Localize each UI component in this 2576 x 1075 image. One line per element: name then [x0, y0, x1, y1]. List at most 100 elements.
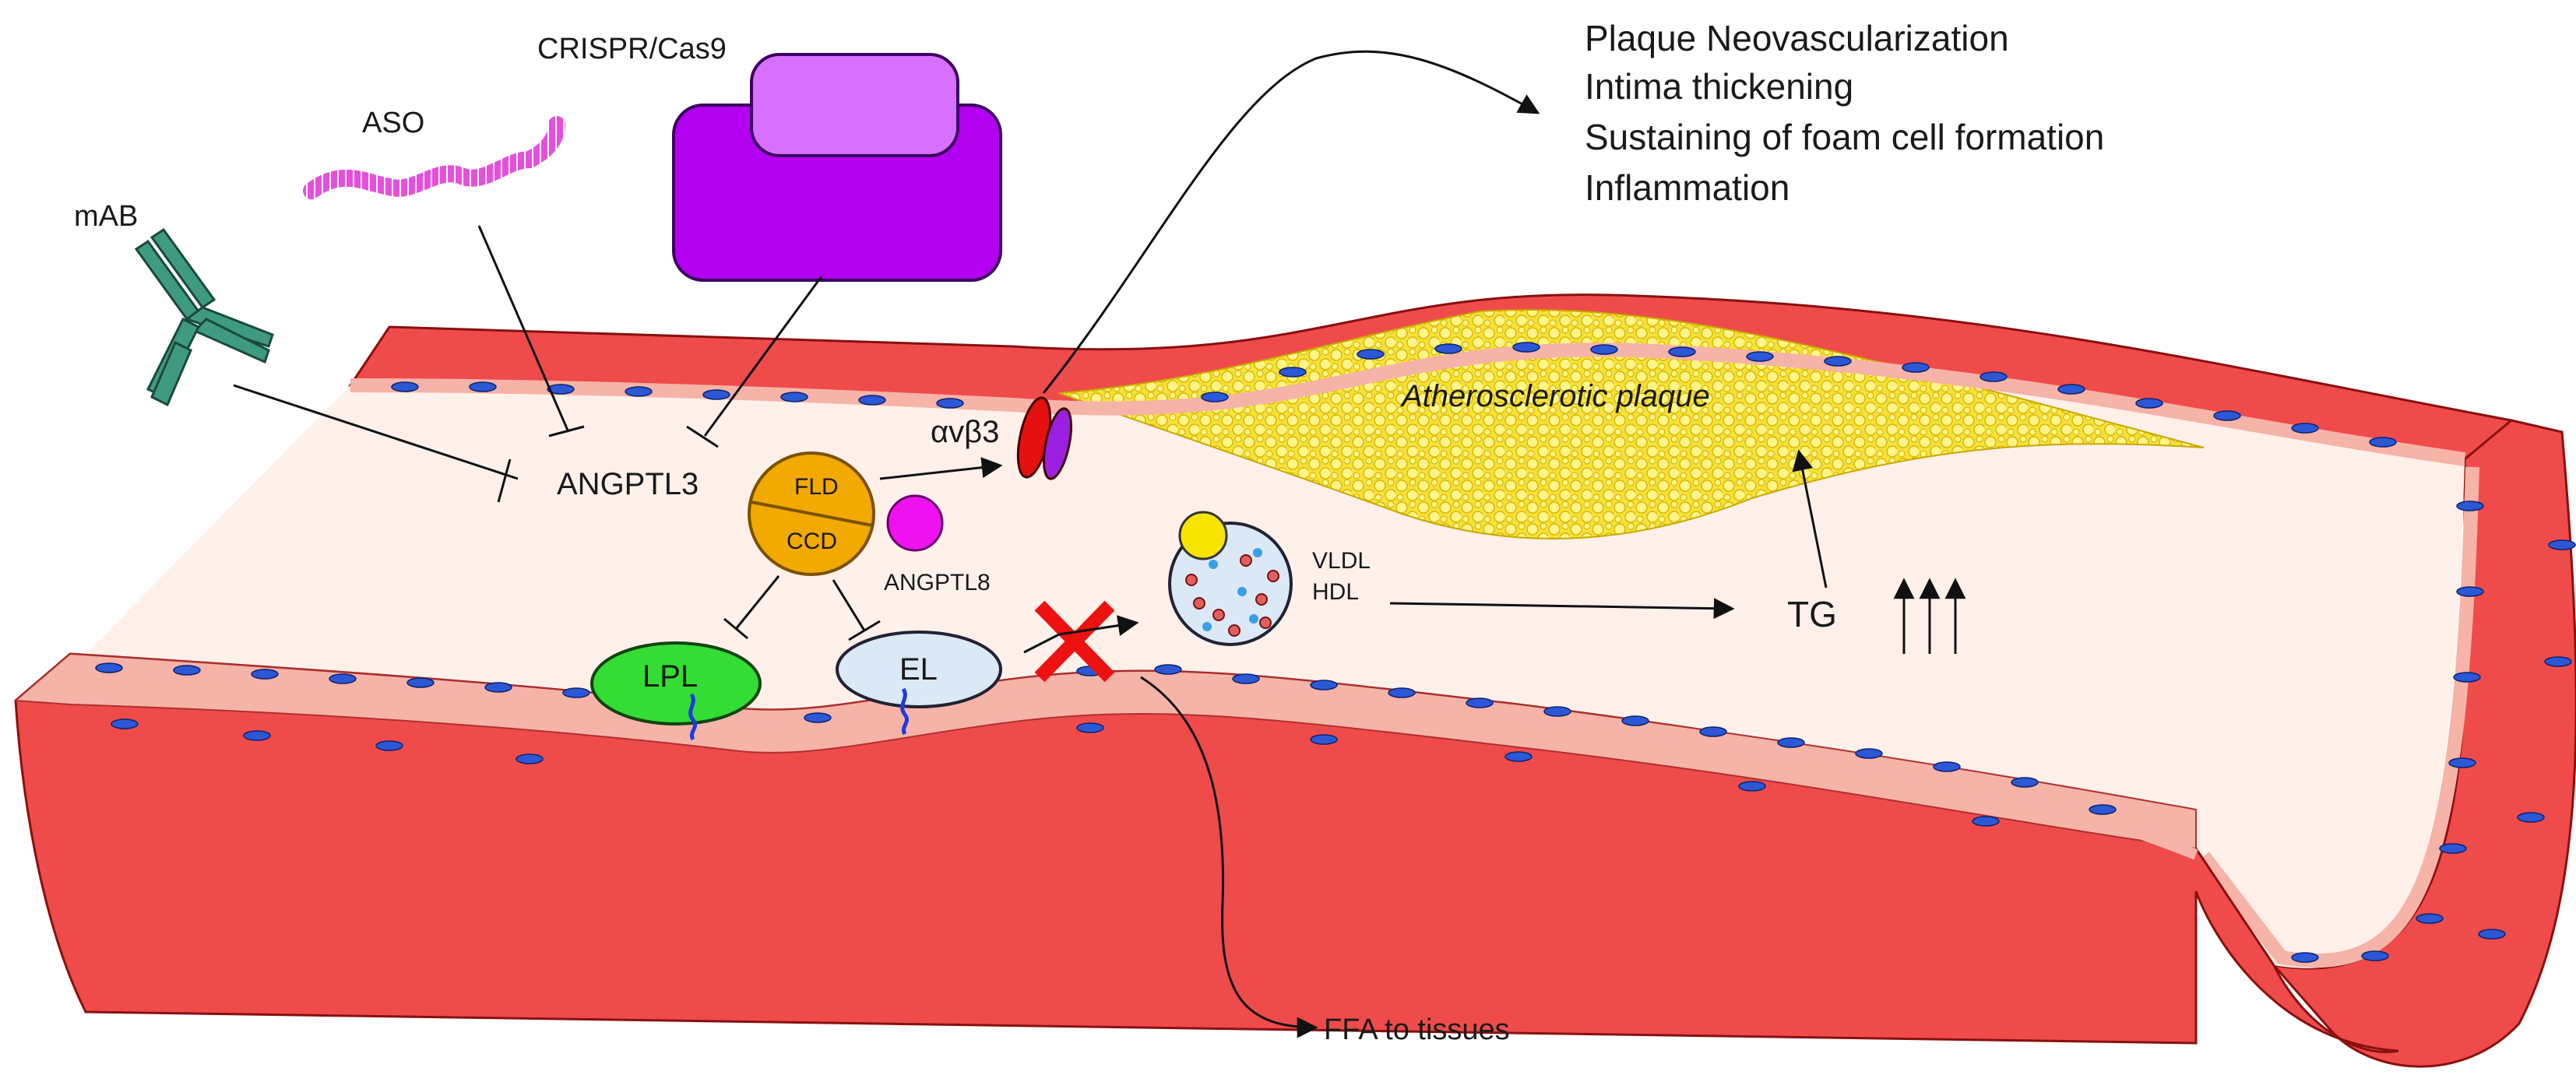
outcome-item: Inflammation	[1585, 167, 1789, 208]
endothelial-nucleus	[1279, 367, 1307, 378]
endothelial-nucleus	[1590, 344, 1618, 355]
mab-inhibition-line	[233, 384, 519, 480]
endothelial-nucleus	[2478, 929, 2506, 940]
endothelial-nucleus	[1855, 748, 1883, 759]
ffa-label: FFA to tissues	[1324, 1014, 1510, 1046]
inhibition-lines	[233, 225, 823, 503]
endothelial-nucleus	[2456, 501, 2484, 511]
endothelial-nucleus	[111, 718, 139, 729]
vessel-intima-upper	[350, 343, 2466, 466]
crispr-cas9-complex	[672, 53, 1002, 282]
el-label: EL	[899, 652, 938, 687]
endothelial-nucleus	[1543, 706, 1571, 717]
endothelial-nucleus	[1466, 697, 1494, 708]
endothelial-nucleus	[625, 386, 653, 397]
endothelial-nucleus	[2517, 812, 2545, 823]
atherosclerotic-plaque	[1058, 309, 2205, 539]
endothelial-nucleus	[804, 712, 832, 723]
el-to-lipoprotein-arrow	[1023, 615, 1139, 654]
endothelial-nucleus	[1902, 362, 1930, 373]
lpl-inhibition-line	[734, 575, 780, 630]
outcome-item: Plaque Neovascularization	[1585, 18, 2009, 58]
endothelial-nucleus	[1746, 351, 1774, 362]
endothelial-nucleus	[173, 665, 201, 676]
endothelial-nucleus	[1980, 371, 2008, 382]
endothelial-nucleus	[1621, 715, 1649, 726]
lipoprotein-to-tg-arrow	[1389, 598, 1735, 620]
endothelial-nucleus	[2453, 672, 2481, 683]
endothelial-nucleus	[375, 740, 403, 751]
endothelial-nucleus	[2291, 423, 2319, 434]
endothelial-nucleus	[2291, 952, 2319, 963]
angptl3-inhibition-lines	[723, 575, 881, 641]
vessel-lower-rim	[13, 652, 2197, 850]
endothelial-nucleus	[2011, 777, 2039, 788]
endothelial-nucleus	[1201, 392, 1229, 402]
endothelial-nucleus	[1310, 734, 1338, 745]
lpl-label: LPL	[642, 659, 698, 694]
endothelial-nucleus	[2456, 586, 2484, 597]
crispr-inhibition-line	[703, 276, 823, 437]
outcome-item: Sustaining of foam cell formation	[1585, 117, 2104, 157]
guide-rna	[750, 53, 959, 157]
endothelial-nucleus	[2439, 843, 2467, 854]
lipoprotein-particle	[1168, 511, 1293, 646]
endothelial-nucleus	[469, 381, 497, 392]
blood-vessel	[13, 293, 2576, 1068]
endothelial-nucleus	[95, 662, 123, 673]
integrin-to-outcomes-arrow	[1042, 50, 1540, 394]
endothelial-nucleus	[484, 682, 512, 693]
angptl3-label: ANGPTL3	[557, 467, 699, 501]
endothelial-nucleus	[936, 398, 964, 409]
integrin-label: αvβ3	[931, 415, 999, 449]
endothelial-nucleus	[1668, 346, 1696, 357]
endothelial-nucleus	[547, 384, 575, 395]
ccd-domain-label: CCD	[787, 529, 837, 554]
aso-label: ASO	[362, 107, 424, 139]
endothelial-nucleus	[2448, 757, 2476, 768]
endothelial-nucleus	[1232, 673, 1260, 684]
endothelial-nucleus	[1388, 687, 1416, 698]
endothelial-nucleus	[251, 669, 279, 680]
endothelial-nucleus	[391, 381, 419, 392]
endothelial-nucleus	[1933, 761, 1961, 772]
vessel-intima-right	[2198, 466, 2479, 968]
endothelial-nucleus	[516, 754, 544, 764]
el-enzyme	[836, 631, 1002, 736]
endothelial-nucleus	[1504, 751, 1533, 762]
integrin-receptor	[1016, 396, 1073, 480]
endothelial-nucleus	[2089, 804, 2117, 815]
fld-domain-label: FLD	[794, 474, 839, 500]
lpl-enzyme	[590, 641, 762, 741]
el-inhibition-line	[832, 579, 866, 631]
angptl8-protein	[886, 494, 944, 552]
endothelial-nucleus	[2135, 398, 2163, 409]
endothelial-nucleus	[1738, 781, 1766, 792]
endothelial-nucleus	[1512, 342, 1540, 353]
angptl8-label: ANGPTL8	[884, 570, 991, 595]
endothelial-nucleus	[1777, 737, 1805, 748]
plaque-label: Atherosclerotic plaque	[1400, 379, 1710, 413]
endothelial-nucleus	[1972, 816, 2000, 827]
aso-inhibition-line	[477, 225, 570, 433]
endothelial-nucleus	[1154, 664, 1182, 675]
vldl-label: VLDL	[1312, 548, 1371, 574]
endothelial-nucleus	[1076, 722, 1104, 733]
endothelial-nucleus	[2361, 950, 2389, 961]
endothelial-nucleus	[1434, 343, 1462, 354]
inhibited-lipolysis-cross-icon	[1034, 600, 1115, 683]
endothelial-nucleus	[329, 673, 357, 684]
tg-increase-arrows-icon	[1893, 578, 1966, 654]
angptl3-protein	[748, 451, 875, 576]
endothelial-nucleus	[2416, 913, 2444, 924]
outcomes-list: Plaque Neovascularization Intima thicken…	[1585, 18, 2104, 208]
endothelial-nucleus	[702, 389, 730, 400]
endothelial-nucleus	[2057, 384, 2085, 395]
tg-to-plaque-arrow	[1792, 449, 1828, 588]
tg-label: TG	[1787, 594, 1837, 634]
monoclonal-antibody-icon	[134, 227, 274, 407]
endothelial-nucleus	[858, 395, 886, 406]
endothelial-nucleus	[243, 730, 271, 741]
endothelial-nucleus	[1357, 349, 1385, 360]
